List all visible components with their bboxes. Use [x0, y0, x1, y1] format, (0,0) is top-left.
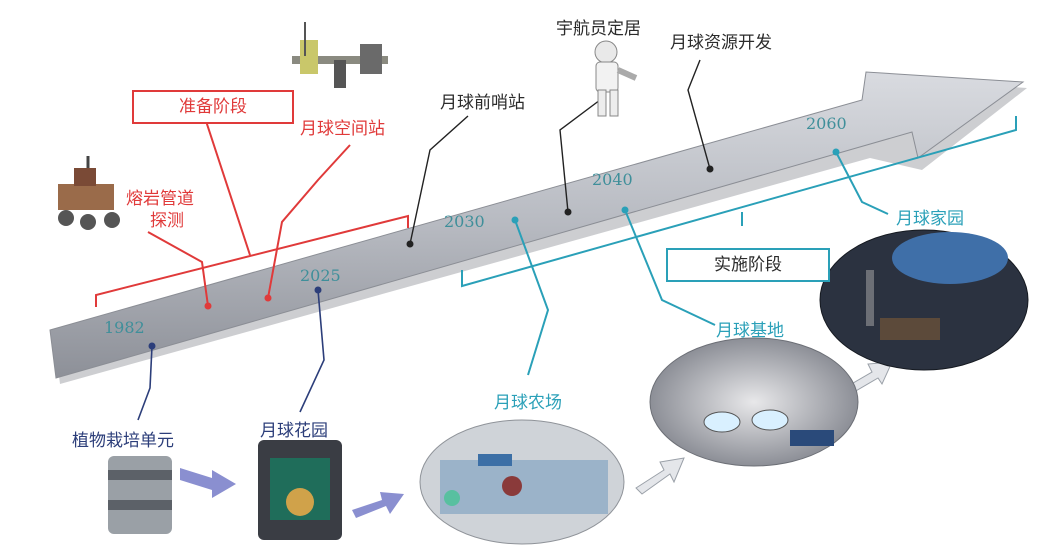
year-2060: 2060 — [806, 114, 847, 133]
farm-dot — [511, 216, 519, 224]
cultivation-dot — [148, 342, 156, 350]
cultivation-unit-image — [108, 456, 172, 534]
lava-tube-label-2: 探测 — [150, 211, 184, 231]
home-image — [819, 229, 1029, 371]
progress-arrow-2 — [352, 492, 404, 518]
garden-image — [258, 440, 342, 540]
lava-tube-dot — [204, 302, 212, 310]
year-2030: 2030 — [444, 212, 485, 231]
farm-image — [419, 419, 625, 545]
impl-bracket — [461, 116, 1017, 376]
year-2040: 2040 — [592, 170, 633, 189]
impl-phase-box: 实施阶段 — [666, 248, 830, 282]
outpost-dot — [406, 240, 414, 248]
astronaut-dot — [564, 208, 572, 216]
progress-arrow-1 — [180, 468, 236, 498]
base-dot — [621, 206, 629, 214]
cultivation-label: 植物栽培单元 — [72, 431, 174, 451]
astronaut-image — [594, 40, 638, 117]
outpost-connector — [409, 115, 469, 245]
timeline-arrow — [49, 71, 1025, 379]
space-station-dot — [264, 294, 272, 302]
year-1982: 1982 — [104, 318, 145, 337]
astronaut-label: 宇航员定居 — [556, 19, 641, 39]
resource-dot — [706, 165, 714, 173]
prep-phase-box: 准备阶段 — [132, 90, 294, 124]
space-station-image — [292, 22, 388, 88]
resource-label: 月球资源开发 — [670, 33, 772, 53]
lava-tube-label-1: 熔岩管道 — [126, 189, 194, 209]
progress-arrow-3 — [635, 457, 685, 495]
prep-bracket — [95, 117, 409, 307]
progress-arrow-4 — [847, 361, 893, 393]
resource-connector — [687, 59, 711, 170]
outpost-label: 月球前哨站 — [440, 93, 525, 113]
garden-dot — [314, 286, 322, 294]
garden-label: 月球花园 — [260, 421, 328, 441]
home-label: 月球家园 — [896, 209, 964, 229]
base-label: 月球基地 — [716, 321, 784, 341]
farm-label: 月球农场 — [494, 393, 562, 413]
year-2025: 2025 — [300, 266, 341, 285]
garden-connector — [299, 289, 325, 413]
space-station-label: 月球空间站 — [300, 119, 385, 139]
base-image — [649, 337, 859, 467]
astronaut-connector — [559, 99, 601, 213]
cultivation-connector — [137, 345, 153, 421]
rover-image — [58, 156, 120, 230]
home-dot — [832, 148, 840, 156]
